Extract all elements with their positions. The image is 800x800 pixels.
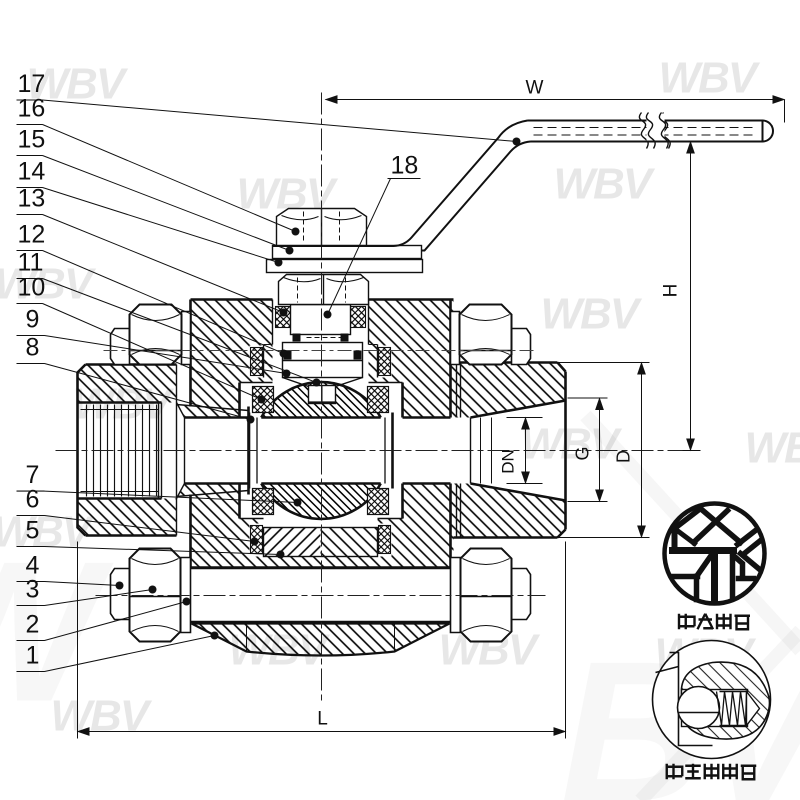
svg-text:12: 12 xyxy=(18,221,46,249)
svg-text:6: 6 xyxy=(26,486,40,514)
svg-text:WBV: WBV xyxy=(521,420,623,469)
svg-text:8: 8 xyxy=(26,334,40,362)
svg-text:16: 16 xyxy=(18,95,46,123)
svg-text:4: 4 xyxy=(26,552,40,580)
svg-text:7: 7 xyxy=(26,461,40,489)
svg-text:WBV: WBV xyxy=(554,160,656,209)
svg-text:2: 2 xyxy=(26,611,40,639)
svg-text:DN: DN xyxy=(499,449,518,474)
svg-text:17: 17 xyxy=(18,70,46,98)
svg-text:9: 9 xyxy=(26,306,40,334)
svg-text:D: D xyxy=(614,450,634,463)
svg-text:13: 13 xyxy=(18,185,46,213)
svg-text:11: 11 xyxy=(18,249,44,277)
svg-text:G: G xyxy=(573,446,593,460)
svg-text:WBV: WBV xyxy=(659,54,761,103)
svg-text:5: 5 xyxy=(26,517,40,545)
svg-text:WBV: WBV xyxy=(745,424,800,473)
svg-text:15: 15 xyxy=(18,126,46,154)
svg-text:L: L xyxy=(317,709,328,730)
svg-text:3: 3 xyxy=(26,576,40,604)
svg-text:WBV: WBV xyxy=(541,290,643,339)
svg-text:14: 14 xyxy=(18,158,46,186)
svg-text:W: W xyxy=(526,78,544,99)
svg-text:10: 10 xyxy=(18,274,46,302)
svg-text:WBV: WBV xyxy=(0,260,97,309)
svg-text:18: 18 xyxy=(391,152,419,180)
svg-text:H: H xyxy=(661,284,682,298)
svg-text:1: 1 xyxy=(26,642,40,670)
